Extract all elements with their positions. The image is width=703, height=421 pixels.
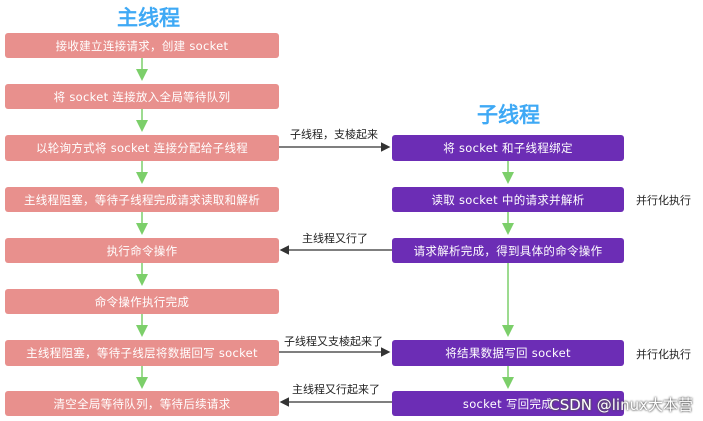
link-label-3: 子线程又支棱起来了 (284, 335, 383, 348)
sub-thread-title: 子线程 (477, 103, 540, 127)
main-thread-title: 主线程 (117, 6, 180, 30)
main-step-3: 以轮询方式将 socket 连接分配给子线程 (5, 135, 279, 161)
main-step-6: 命令操作执行完成 (5, 289, 279, 314)
main-step-2: 将 socket 连接放入全局等待队列 (5, 84, 279, 109)
sub-step-3: 请求解析完成，得到具体的命令操作 (392, 238, 624, 263)
sub-step-4: 将结果数据写回 socket (392, 340, 624, 366)
main-step-7: 主线程阻塞，等待子线层将数据回写 socket (5, 340, 279, 366)
link-label-1: 子线程，支棱起来 (290, 128, 378, 141)
link-label-2: 主线程又行了 (302, 232, 368, 245)
watermark: CSDN @linux大本营 (549, 396, 693, 414)
sub-step-2: 读取 socket 中的请求并解析 (392, 187, 624, 212)
sub-step-1: 将 socket 和子线程绑定 (392, 135, 624, 161)
main-step-1: 接收建立连接请求，创建 socket (5, 33, 279, 58)
main-step-4: 主线程阻塞，等待子线程完成请求读取和解析 (5, 187, 279, 212)
parallel-note-2: 并行化执行 (636, 348, 691, 361)
link-label-4: 主线程又行起来了 (292, 383, 380, 396)
parallel-note-1: 并行化执行 (636, 194, 691, 207)
sub-step-5: socket 写回完成 (392, 391, 624, 416)
main-step-8: 清空全局等待队列，等待后续请求 (5, 391, 279, 416)
main-step-5: 执行命令操作 (5, 238, 279, 263)
